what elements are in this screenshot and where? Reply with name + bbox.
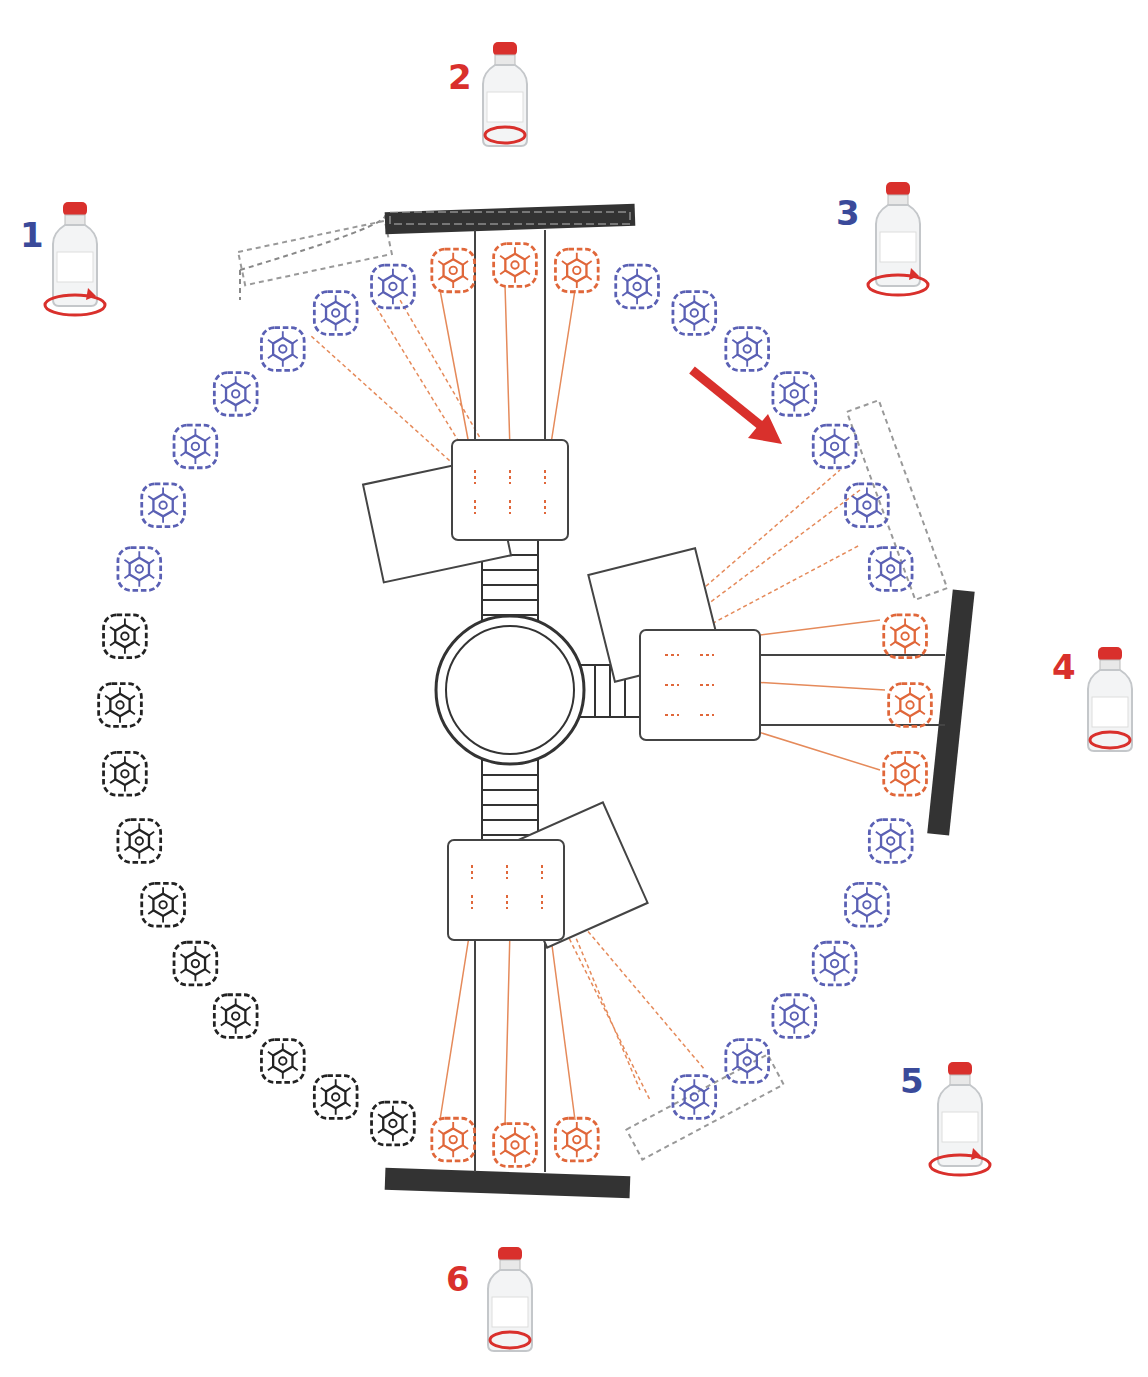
molecule — [118, 820, 161, 863]
molecule — [869, 820, 912, 863]
molecule — [726, 1040, 769, 1083]
molecule — [118, 548, 161, 591]
molecule — [261, 1040, 304, 1083]
callout-number: 3 — [836, 196, 860, 230]
molecule — [261, 328, 304, 371]
molecule-ring — [99, 244, 932, 1167]
molecule — [104, 752, 147, 795]
molecule — [174, 942, 217, 985]
callout-number: 5 — [900, 1064, 924, 1098]
molecule — [673, 1076, 716, 1119]
molecule — [673, 292, 716, 335]
molecule — [846, 484, 889, 527]
molecule — [142, 484, 185, 527]
molecule — [884, 752, 927, 795]
molecule — [726, 328, 769, 371]
molecule — [494, 244, 537, 287]
molecule — [99, 684, 142, 727]
molecule — [773, 373, 816, 416]
molecule — [214, 995, 257, 1038]
callout-number: 2 — [448, 60, 472, 94]
callout-number: 6 — [446, 1262, 470, 1296]
callout-number: 4 — [1052, 650, 1076, 684]
molecule — [372, 1102, 415, 1145]
molecule — [214, 373, 257, 416]
molecule — [372, 265, 415, 308]
molecule — [494, 1124, 537, 1167]
molecule — [432, 1118, 475, 1161]
molecule — [104, 615, 147, 658]
molecule — [869, 548, 912, 591]
molecule — [884, 615, 927, 658]
molecule — [773, 995, 816, 1038]
molecule — [813, 942, 856, 985]
molecule — [314, 1076, 357, 1119]
molecule — [555, 1118, 598, 1161]
molecule — [314, 292, 357, 335]
molecule — [432, 249, 475, 292]
molecule — [142, 883, 185, 926]
molecule — [616, 265, 659, 308]
molecule — [846, 883, 889, 926]
molecule — [813, 425, 856, 468]
molecule — [889, 684, 932, 727]
molecule — [174, 425, 217, 468]
molecule — [555, 249, 598, 292]
vials — [45, 42, 1132, 1351]
callout-number: 1 — [20, 218, 44, 252]
